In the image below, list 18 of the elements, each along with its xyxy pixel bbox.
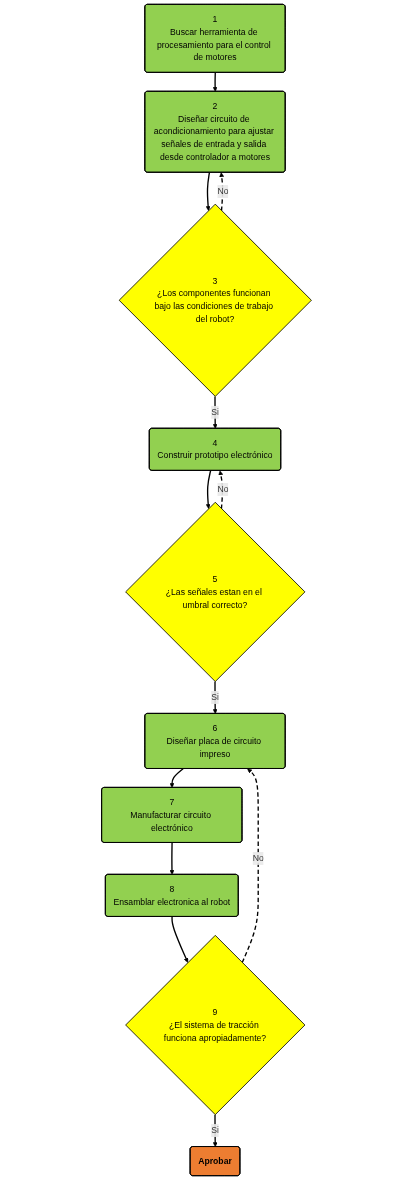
node-diamond: 3 ¿Los componentes funcionan bajo las condiciones de trabajo del robot? [118, 203, 312, 397]
arrow [218, 470, 224, 510]
node-diamond: 5 ¿Las señales estan en el umbral correcto? [125, 501, 306, 682]
edge-label: No [252, 853, 264, 863]
arrow [205, 171, 211, 211]
arrow [241, 768, 259, 964]
edge-label: Si [211, 1125, 219, 1135]
arrow [205, 469, 212, 509]
edge-label: No [217, 484, 229, 494]
arrow [212, 71, 218, 92]
edge-label: Si [211, 692, 219, 702]
arrow [169, 768, 184, 788]
arrow [219, 172, 225, 212]
edge-label: No [217, 186, 229, 196]
arrow [169, 842, 175, 875]
edge-label: Si [211, 407, 219, 417]
arrow [171, 916, 189, 963]
node-diamond: 9 ¿El sistema de tracción funciona apropiadamente? [125, 934, 306, 1116]
